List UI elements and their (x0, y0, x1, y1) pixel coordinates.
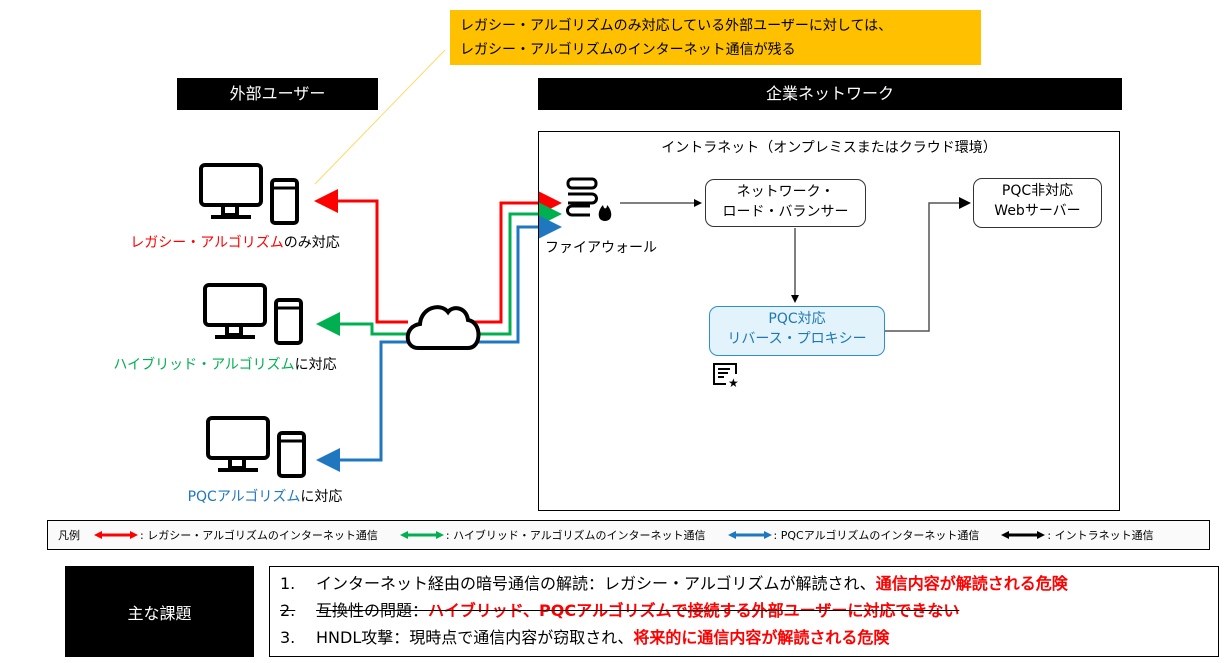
issue-text: HNDL攻撃：現時点で通信内容が窃取され、 (316, 628, 634, 647)
external-users-header: 外部ユーザー (177, 78, 378, 110)
legacy-link-left (314, 189, 408, 324)
red-double-arrow-icon (94, 531, 138, 539)
blue-double-arrow-icon (727, 531, 772, 539)
firewall-label: ファイアウォール (545, 240, 657, 256)
desktop-computer-icon (206, 416, 306, 478)
pqc-link-left (316, 340, 408, 472)
corporate-network-header: 企業ネットワーク (538, 78, 1122, 110)
issues-header: 主な課題 (65, 566, 254, 657)
issue-highlight: ハイブリッド、PQCアルゴリズムで接続する外部ユーザーに対応できない (428, 601, 960, 620)
load-balancer-line-1: ネットワーク・ (736, 184, 835, 200)
legend: 凡例 : レガシー・アルゴリズムのインターネット通信 : ハイブリッド・アルゴリ… (47, 520, 1210, 550)
intranet-title: イントラネット（オンプレミスまたはクラウド環境） (661, 140, 997, 156)
callout-note: レガシー・アルゴリズムのみ対応している外部ユーザーに対しては、 レガシー・アルゴ… (450, 10, 981, 65)
issue-highlight: 将来的に通信内容が解読される危険 (633, 628, 890, 647)
issue-number: 2. (280, 601, 296, 620)
issue-item-2: 2. 互換性の問題： ハイブリッド、PQCアルゴリズムで接続する外部ユーザーに対… (280, 597, 1218, 624)
legend-label-pqc: : PQCアルゴリズムのインターネット通信 (773, 529, 980, 542)
legacy-device-label-rest: のみ対応 (283, 235, 340, 251)
legend-item-pqc: : PQCアルゴリズムのインターネット通信 (727, 527, 980, 543)
web-server-line-1: PQC非対応 (1001, 183, 1074, 199)
reverse-proxy-line-1: PQC対応 (768, 311, 826, 327)
issue-text: インターネット経由の暗号通信の解読：レガシー・アルゴリズムが解読され、 (316, 574, 876, 593)
certificate-icon: ★ (712, 362, 740, 392)
firewall-icon (565, 176, 620, 230)
hybrid-link-right (478, 202, 562, 336)
green-double-arrow-icon (399, 531, 444, 539)
pqc-device-label-colored: PQCアルゴリズム (187, 489, 301, 505)
legend-label-intranet: : イントラネット通信 (1047, 529, 1154, 542)
reverse-proxy-node: PQC対応 リバース・プロキシー (709, 306, 885, 356)
intranet-container (538, 131, 1120, 511)
legend-item-intranet: : イントラネット通信 (1001, 527, 1154, 543)
issue-item-1: 1. インターネット経由の暗号通信の解読：レガシー・アルゴリズムが解読され、 通… (280, 570, 1218, 597)
issue-highlight: 通信内容が解読される危険 (875, 574, 1068, 593)
svg-text:★: ★ (728, 376, 739, 388)
pqc-link-right (478, 215, 562, 344)
hybrid-device-label: ハイブリッド・アルゴリズムに対応 (90, 354, 360, 374)
legend-label-legacy: : レガシー・アルゴリズムのインターネット通信 (140, 529, 378, 542)
web-server-line-2: Webサーバー (994, 203, 1081, 219)
issue-number: 1. (280, 574, 296, 593)
proxy-to-web-link (885, 197, 971, 332)
issues-list: 1. インターネット経由の暗号通信の解読：レガシー・アルゴリズムが解読され、 通… (269, 566, 1219, 657)
legend-item-legacy: : レガシー・アルゴリズムのインターネット通信 (94, 527, 378, 543)
legacy-device-label-colored: レガシー・アルゴリズム (130, 235, 284, 251)
black-double-arrow-icon (1001, 531, 1046, 539)
hybrid-device-label-colored: ハイブリッド・アルゴリズム (113, 357, 295, 373)
web-server-node: PQC非対応 Webサーバー (973, 178, 1102, 228)
reverse-proxy-line-2: リバース・プロキシー (727, 331, 867, 347)
legend-item-hybrid: : ハイブリッド・アルゴリズムのインターネット通信 (399, 527, 706, 543)
legend-title: 凡例 (58, 529, 80, 542)
pqc-device (203, 415, 313, 484)
issue-text: 互換性の問題： (316, 601, 429, 620)
issue-item-3: 3. HNDL攻撃：現時点で通信内容が窃取され、 将来的に通信内容が解読される危… (280, 624, 1218, 651)
desktop-computer-icon (199, 163, 299, 225)
legacy-device (196, 162, 306, 231)
legacy-link-right (470, 191, 562, 324)
hybrid-device (200, 282, 310, 351)
legend-label-hybrid: : ハイブリッド・アルゴリズムのインターネット通信 (445, 529, 706, 542)
legacy-device-label: レガシー・アルゴリズムのみ対応 (110, 232, 360, 252)
internet-cloud-icon (405, 305, 481, 350)
callout-leader-line (314, 49, 446, 185)
pqc-device-label-rest: に対応 (300, 489, 343, 505)
callout-line-1: レガシー・アルゴリズムのみ対応している外部ユーザーに対しては、 (460, 18, 893, 34)
issue-number: 3. (280, 628, 296, 647)
callout-line-2: レガシー・アルゴリズムのインターネット通信が残る (460, 42, 796, 58)
pqc-device-label: PQCアルゴリズムに対応 (140, 486, 390, 506)
desktop-computer-icon (203, 283, 303, 345)
load-balancer-line-2: ロード・バランサー (722, 204, 849, 220)
hybrid-device-label-rest: に対応 (294, 357, 337, 373)
load-balancer-node: ネットワーク・ ロード・バランサー (705, 179, 866, 227)
hybrid-link-left (316, 312, 408, 336)
